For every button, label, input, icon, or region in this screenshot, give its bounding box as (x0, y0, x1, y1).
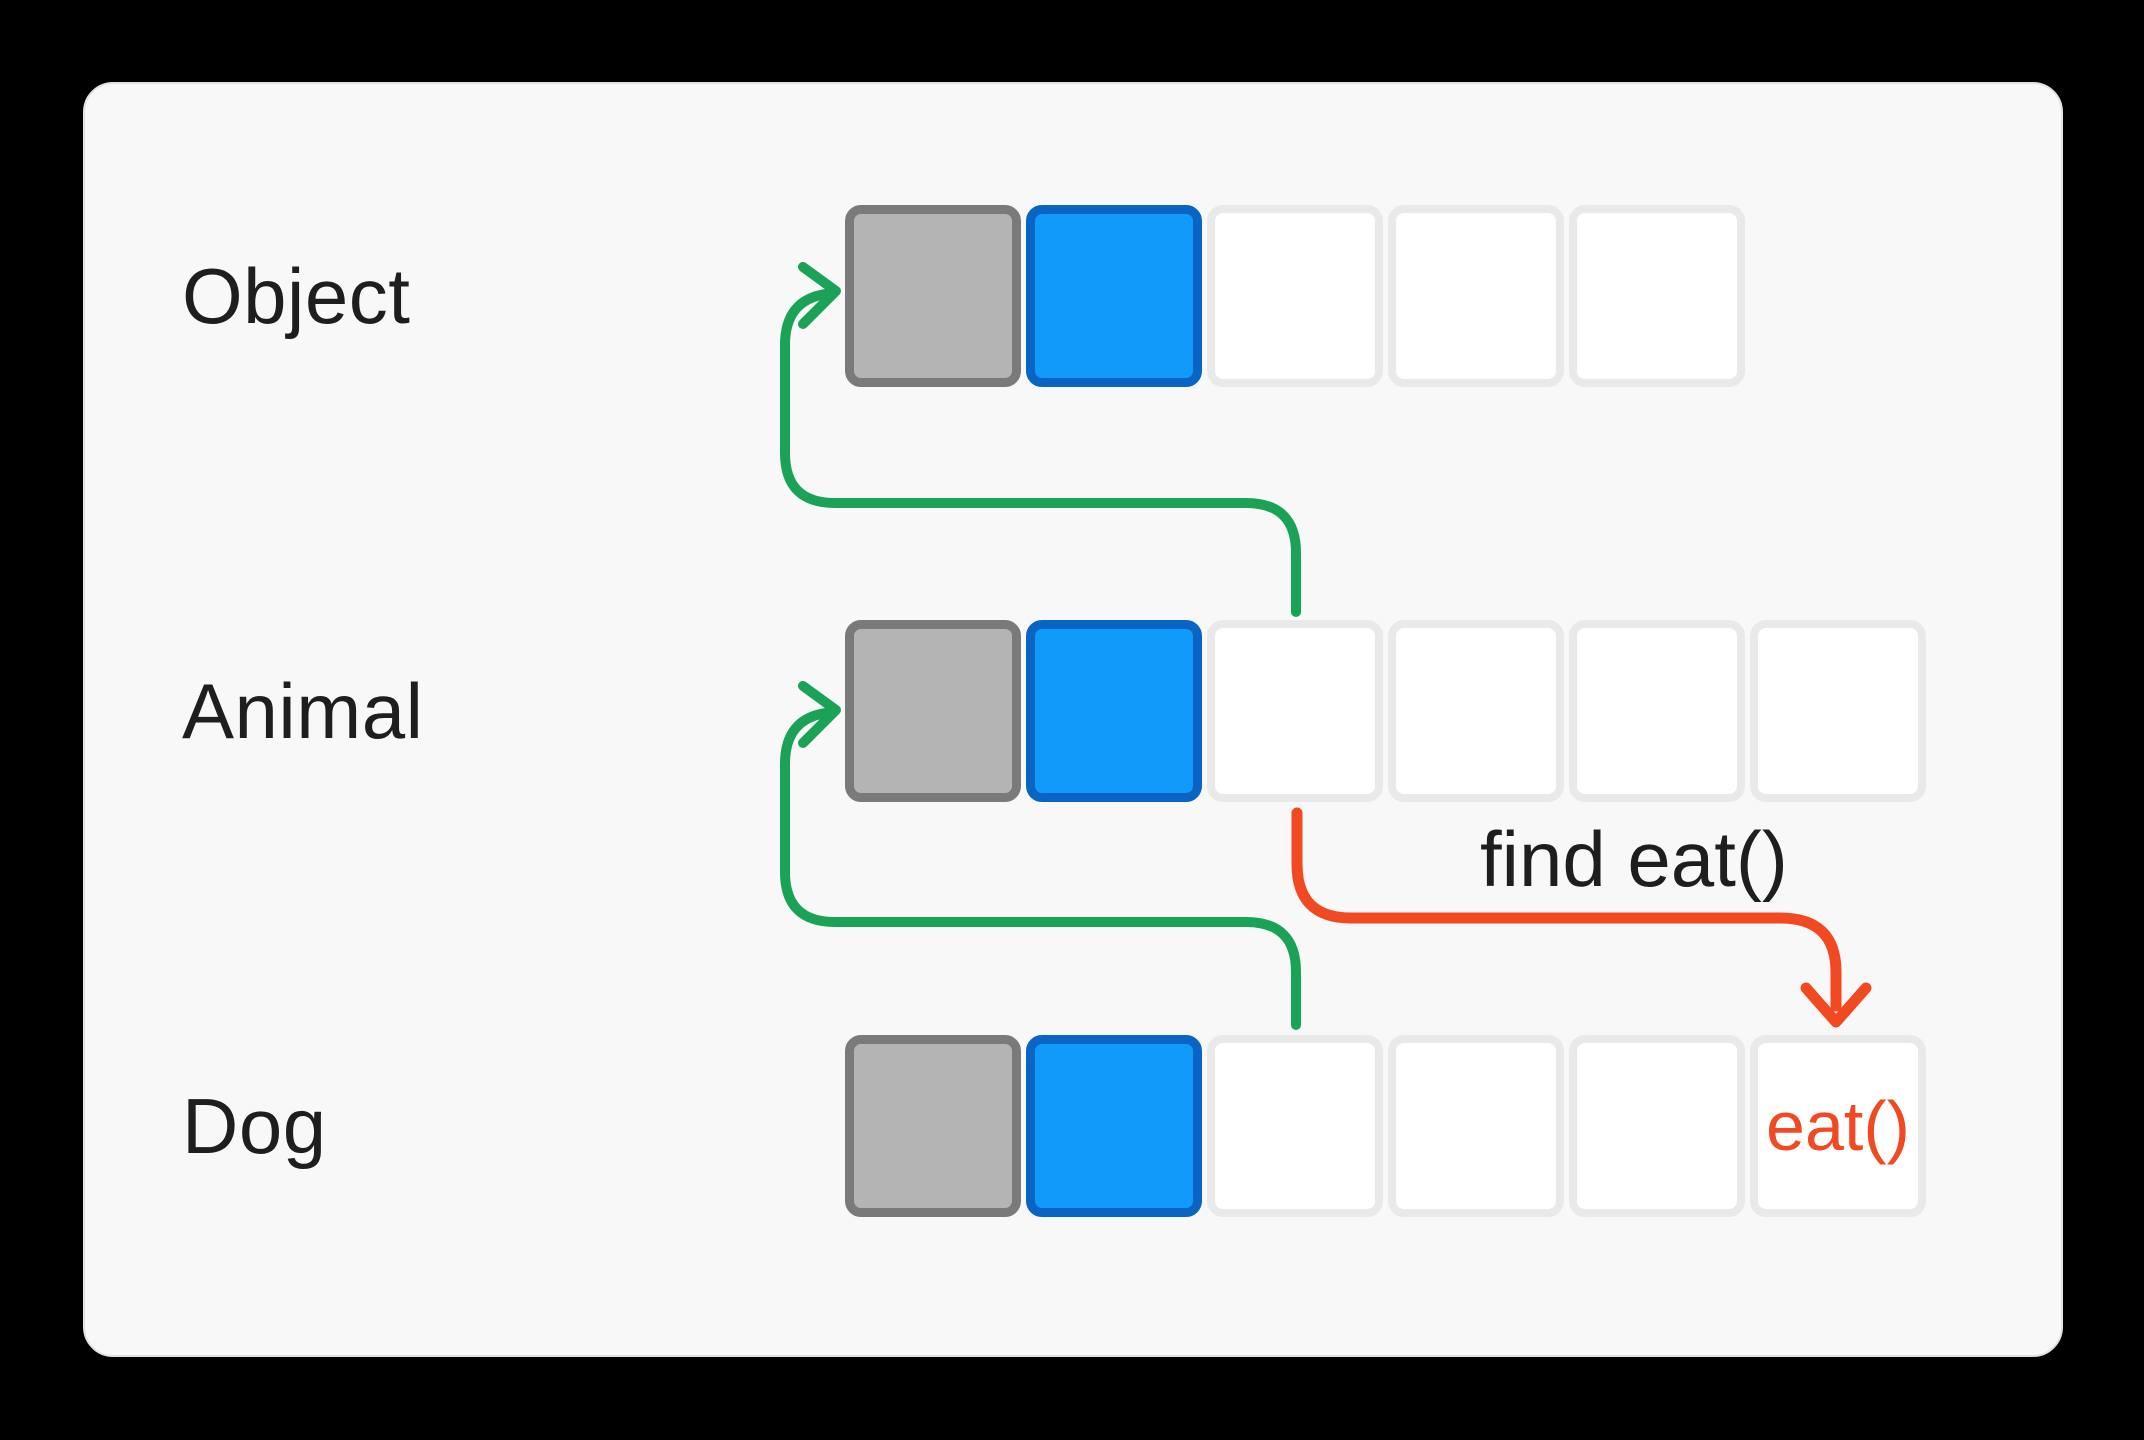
constructor-slot-cell (845, 1035, 1021, 1217)
empty-slot-cell (1207, 1035, 1383, 1217)
constructor-slot-cell (845, 205, 1021, 387)
method-cell: eat() (1750, 1035, 1926, 1217)
proto-pointer-cell (1026, 620, 1202, 802)
memory-row-animal (845, 620, 1926, 802)
find-eat-label: find eat() (1480, 815, 1788, 903)
memory-row-object (845, 205, 1745, 387)
empty-slot-cell (1207, 620, 1383, 802)
row-label-object: Object (182, 251, 411, 340)
empty-slot-cell (1569, 205, 1745, 387)
constructor-slot-cell (845, 620, 1021, 802)
empty-slot-cell (1388, 1035, 1564, 1217)
row-label-dog: Dog (182, 1081, 327, 1170)
empty-slot-cell (1388, 205, 1564, 387)
memory-row-dog: eat() (845, 1035, 1926, 1217)
empty-slot-cell (1388, 620, 1564, 802)
proto-pointer-cell (1026, 205, 1202, 387)
empty-slot-cell (1750, 620, 1926, 802)
empty-slot-cell (1569, 1035, 1745, 1217)
row-label-animal: Animal (182, 666, 424, 755)
empty-slot-cell (1569, 620, 1745, 802)
empty-slot-cell (1207, 205, 1383, 387)
proto-pointer-cell (1026, 1035, 1202, 1217)
eat-method-label: eat() (1766, 1087, 1910, 1165)
